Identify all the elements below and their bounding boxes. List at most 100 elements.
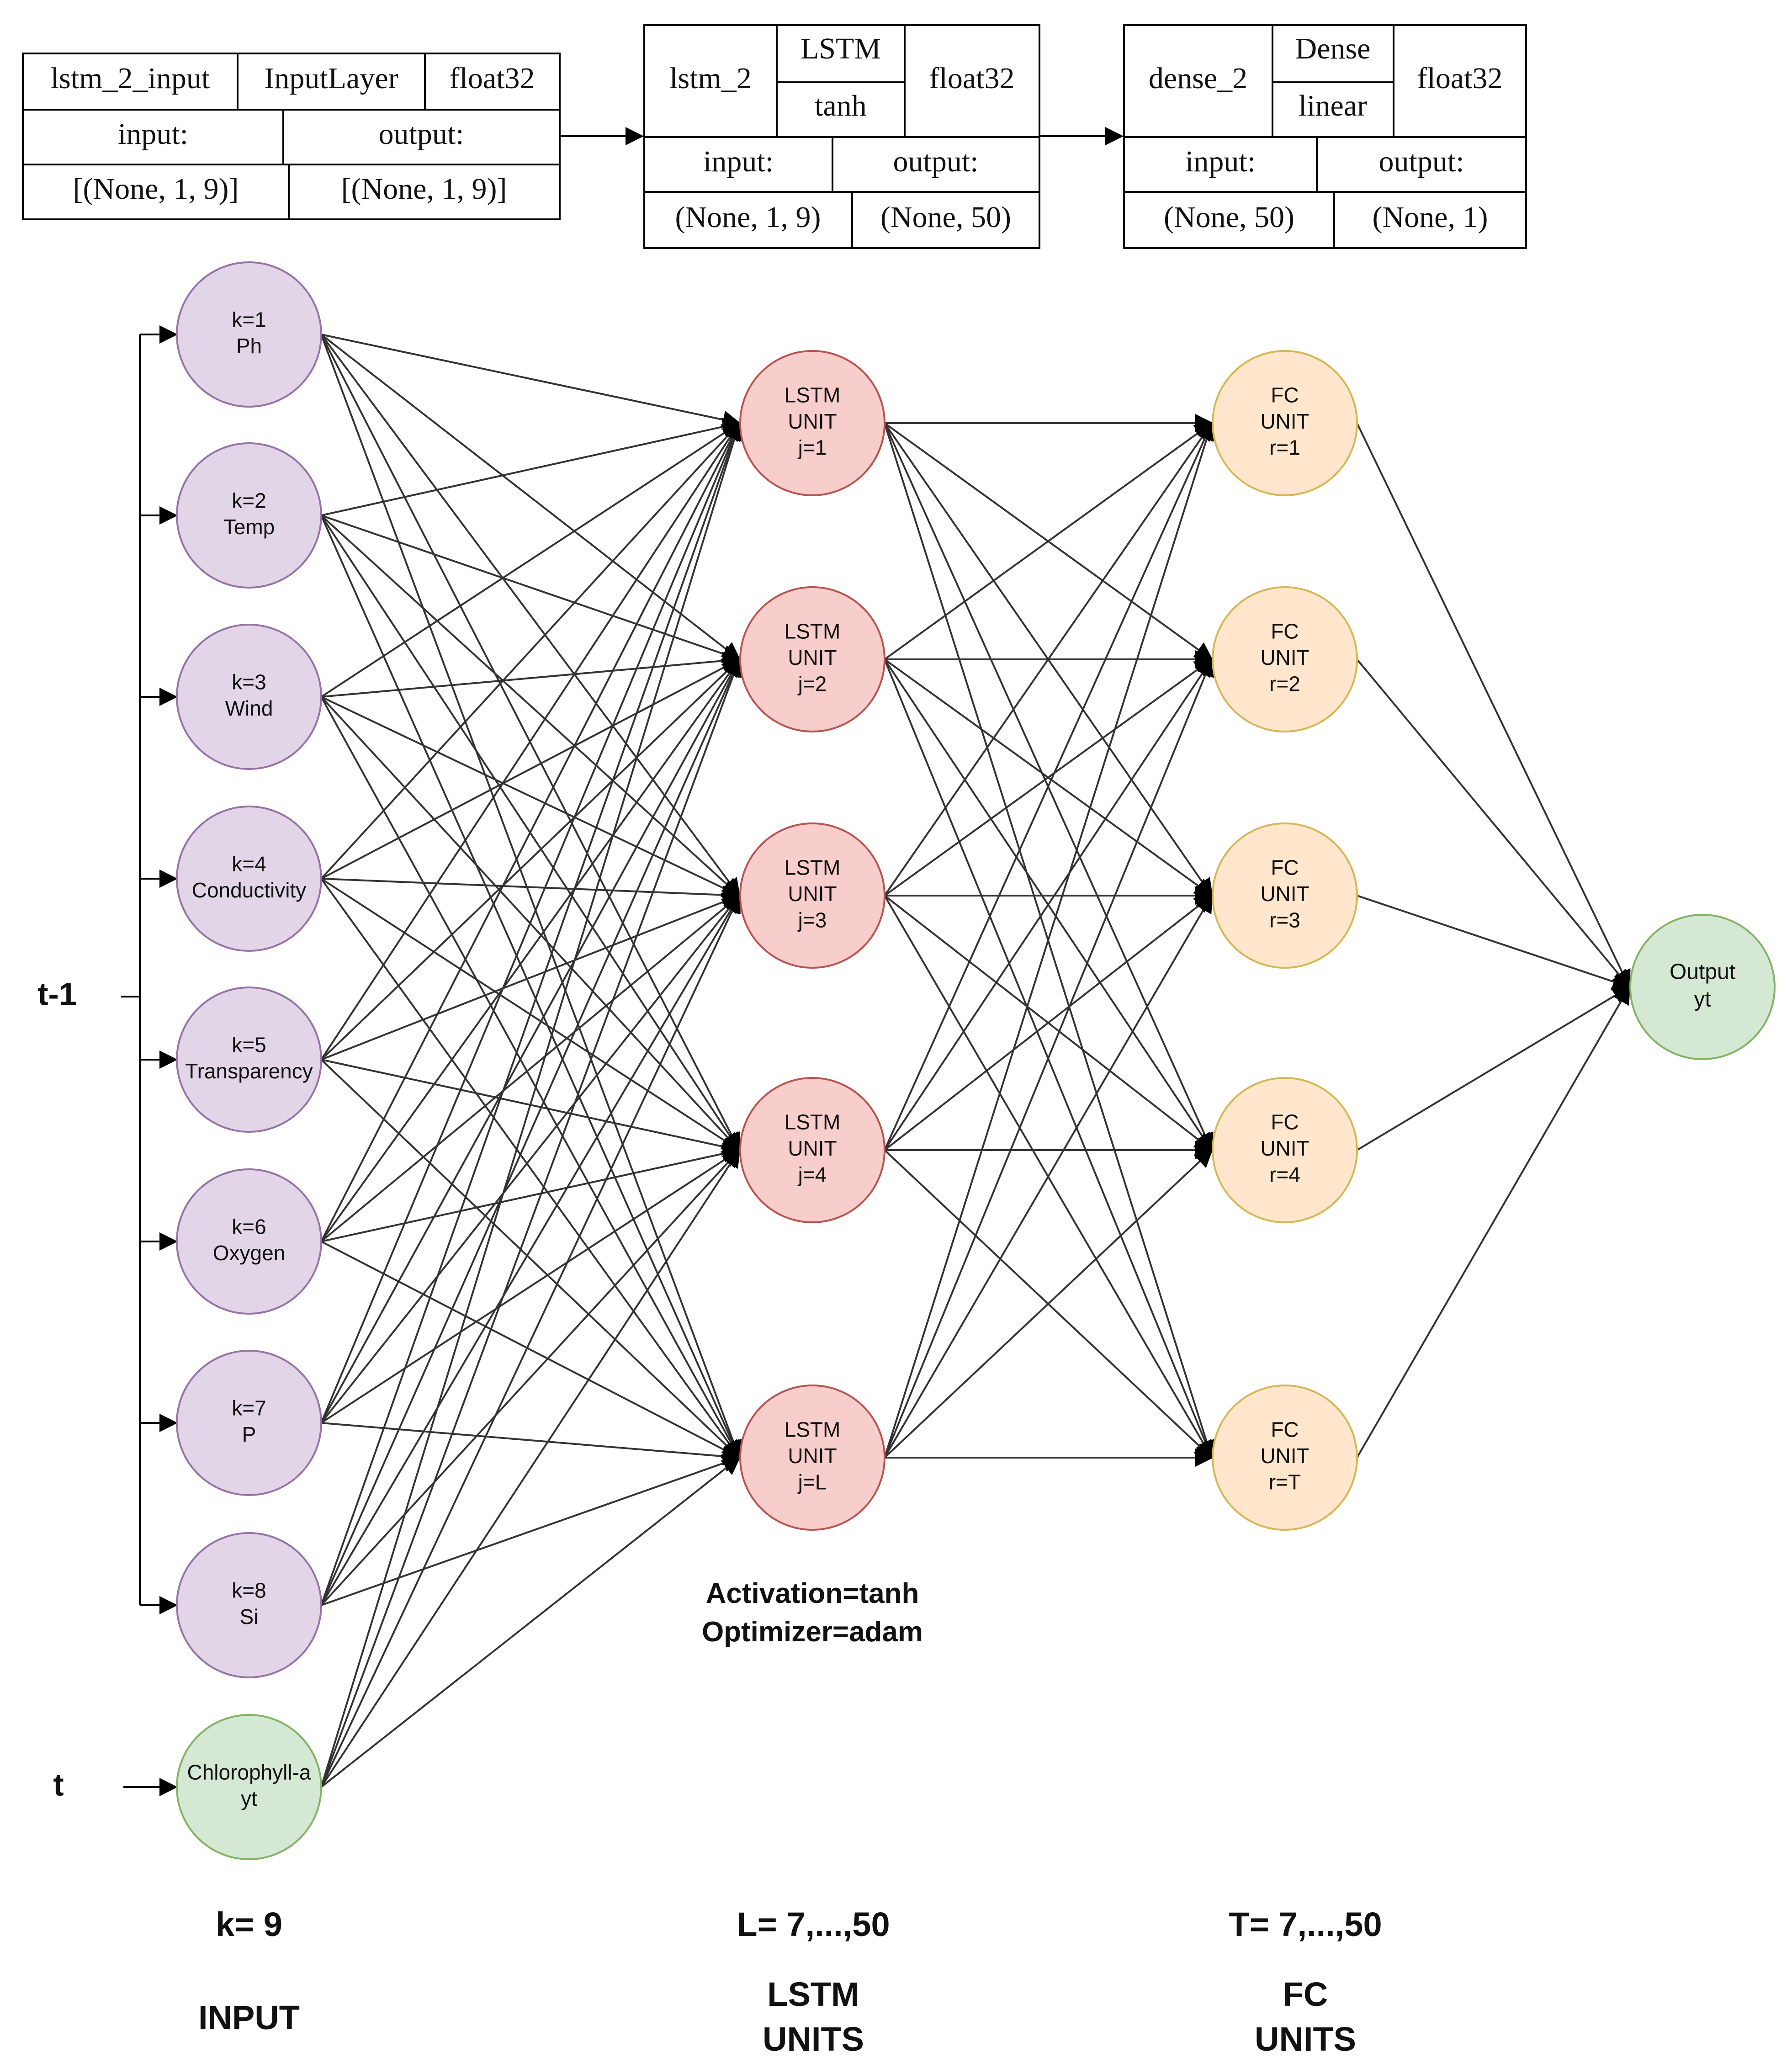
input-node-7-circle <box>176 1350 322 1496</box>
lstm-node-4-label-line2: UNIT <box>788 1136 837 1160</box>
edge-input-5-to-lstm-3 <box>321 893 741 1061</box>
edge-input-7-to-lstm-4 <box>320 1149 741 1424</box>
lstm-layer-dtype: float32 <box>929 62 1015 95</box>
edge-input-2-to-lstm-5 <box>320 515 741 1459</box>
lstm-node-5-label-line1: LSTM <box>785 1418 841 1442</box>
input-node-9-label-line2: yt <box>241 1787 257 1810</box>
input-node-5-circle <box>176 987 322 1133</box>
input-node-4-label-line2: Conductivity <box>192 878 307 902</box>
edge-input-3-to-lstm-3 <box>321 696 741 897</box>
fc-node-2-label-line3: r=2 <box>1269 672 1300 696</box>
fc-node-4-label-line1: FC <box>1271 1110 1299 1134</box>
input-node-1: k=1Ph <box>176 261 322 408</box>
dense-layer-output-label: output: <box>1378 145 1464 178</box>
input-layer-input-shape: [(None, 1, 9)] <box>73 172 239 206</box>
input-count-label: k= 9 <box>216 1905 282 1943</box>
activation-annotation: Activation=tanh <box>706 1578 919 1609</box>
edge-input-1-to-lstm-5 <box>320 334 742 1459</box>
fc-node-5-circle <box>1212 1385 1358 1531</box>
edge-lstm-5-to-fc-1 <box>884 421 1216 1458</box>
lstm-layer-output-shape: (None, 50) <box>880 201 1011 234</box>
input-node-1-label-line1: k=1 <box>232 308 266 331</box>
lstm-layer-input-label: input: <box>703 145 774 178</box>
edge-input-1-to-lstm-1 <box>321 334 741 429</box>
lstm-layer-type: LSTM <box>801 32 881 65</box>
lstm-count-label: L= 7,...,50 <box>737 1905 890 1943</box>
dense-layer-dtype: float32 <box>1417 62 1503 95</box>
edge-lstm-3-to-fc-1 <box>884 421 1213 897</box>
lstm-node-4-label-line1: LSTM <box>785 1110 841 1134</box>
input-node-2-label-line2: Temp <box>223 515 275 539</box>
edge-input-7-to-lstm-5 <box>321 1422 741 1465</box>
input-node-5-label-line2: Transparency <box>185 1059 313 1083</box>
input-layer-output-label: output: <box>378 117 464 151</box>
fc-node-4-label-line2: UNIT <box>1260 1136 1309 1160</box>
edge-lstm-5-to-fc-4 <box>884 1149 1213 1459</box>
lstm-annotations: Activation=tanh Optimizer=adam <box>702 1578 923 1648</box>
edge-fc-4-to-output <box>1356 986 1631 1151</box>
output-node: Output yt <box>1629 914 1776 1060</box>
output-node-label-line2: yt <box>1694 987 1711 1012</box>
edge-input-4-to-lstm-2 <box>321 658 741 880</box>
edge-lstm-5-to-fc-2 <box>884 658 1214 1458</box>
edge-input-3-to-lstm-5 <box>320 696 740 1459</box>
fc-node-1-circle <box>1212 350 1358 496</box>
lstm-node-1-label-line1: LSTM <box>785 383 841 407</box>
input-node-9-label-line1: Chlorophyll-a <box>187 1760 311 1784</box>
lstm-node-2-label-line3: j=2 <box>797 672 827 696</box>
fc-node-5-label-line3: r=T <box>1269 1470 1301 1494</box>
edge-input-8-to-lstm-4 <box>320 1149 741 1606</box>
edge-input-8-to-lstm-5 <box>321 1454 741 1606</box>
edge-input-6-to-lstm-2 <box>320 658 741 1242</box>
lstm-layer-activation: tanh <box>815 89 867 122</box>
fc-count-label: T= 7,...,50 <box>1229 1905 1382 1943</box>
lstm-node-5-label-line2: UNIT <box>788 1444 837 1468</box>
edge-input-9-to-lstm-2 <box>320 658 742 1788</box>
input-layer-output-shape: [(None, 1, 9)] <box>341 172 507 206</box>
lstm-layer-name: lstm_2 <box>669 62 752 95</box>
edge-input-4-to-lstm-5 <box>320 878 741 1459</box>
output-node-label-line1: Output <box>1670 960 1735 984</box>
edge-input-2-to-lstm-1 <box>321 418 741 516</box>
dense-layer-input-label: input: <box>1185 145 1256 178</box>
input-node-9: Chlorophyll-a yt <box>176 1714 322 1860</box>
fc-node-3-label-line3: r=3 <box>1269 908 1300 932</box>
lstm-node-3-label-line2: UNIT <box>788 882 837 906</box>
fc-node-2-label-line2: UNIT <box>1260 646 1309 669</box>
dense-layer-activation: linear <box>1299 89 1367 122</box>
edge-input-4-to-lstm-3 <box>321 878 741 904</box>
fc-node-1-label-line3: r=1 <box>1269 436 1300 460</box>
edge-input-1-to-lstm-3 <box>320 334 741 897</box>
edge-input-8-to-lstm-3 <box>320 894 741 1606</box>
lstm-layer-input-shape: (None, 1, 9) <box>675 201 821 234</box>
lstm-title-line2: UNITS <box>763 2020 864 2058</box>
edge-lstm-4-to-fc-2 <box>884 658 1213 1151</box>
lstm-node-2-circle <box>739 586 885 732</box>
input-node-1-circle <box>176 261 322 408</box>
input-node-8-circle <box>176 1532 322 1678</box>
edge-input-5-to-lstm-2 <box>320 658 741 1061</box>
edge-input-6-to-lstm-3 <box>320 894 741 1242</box>
edge-input-6-to-lstm-5 <box>321 1241 741 1459</box>
input-node-3-label-line1: k=3 <box>232 670 266 694</box>
edge-fc-3-to-output <box>1357 895 1631 991</box>
model-summary <box>22 24 1527 249</box>
time-label-t: t <box>53 1767 64 1802</box>
fc-node-3-circle <box>1212 822 1358 969</box>
edge-input-4-to-lstm-1 <box>320 422 741 880</box>
lstm-title-line1: LSTM <box>767 1975 859 2013</box>
dense-layer-name: dense_2 <box>1149 62 1247 95</box>
input-node-3-label-line2: Wind <box>225 696 273 720</box>
input-title: INPUT <box>198 1999 300 2037</box>
lstm-layer-output-label: output: <box>893 145 978 178</box>
